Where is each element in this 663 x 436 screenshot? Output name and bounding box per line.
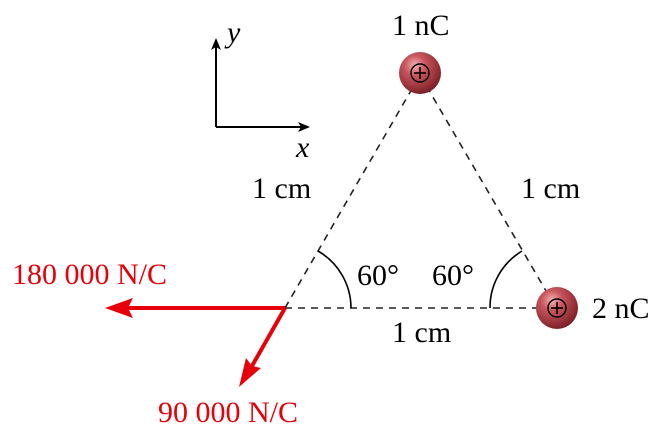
field-vectors: 180 000 N/C 90 000 N/C	[12, 258, 298, 429]
right-side	[419, 74, 557, 309]
diagonal-field-arrow	[250, 307, 287, 367]
diagonal-field-arrowhead	[239, 358, 261, 387]
bottom-side-label: 1 cm	[392, 316, 451, 349]
horizontal-field-arrowhead	[105, 298, 133, 318]
horizontal-field-label: 180 000 N/C	[12, 258, 167, 291]
y-axis-label: y	[224, 16, 241, 49]
charge-top: 1 nC	[392, 9, 450, 94]
plus-sign-icon	[547, 298, 567, 318]
left-angle-arc	[317, 250, 352, 309]
left-angle-label: 60°	[357, 259, 399, 292]
coordinate-axes: y x	[211, 16, 310, 164]
charge-top-label: 1 nC	[392, 9, 450, 42]
right-side-label: 1 cm	[521, 172, 580, 205]
x-axis-label: x	[295, 131, 310, 164]
triangle	[284, 74, 557, 309]
plus-sign-icon	[410, 63, 430, 83]
charge-right: 2 nC	[536, 287, 650, 329]
diagonal-field-label: 90 000 N/C	[158, 396, 298, 429]
right-angle-arc	[489, 250, 523, 309]
left-side	[284, 74, 421, 309]
left-side-label: 1 cm	[252, 172, 311, 205]
charge-right-label: 2 nC	[592, 292, 650, 325]
right-angle-label: 60°	[432, 259, 474, 292]
